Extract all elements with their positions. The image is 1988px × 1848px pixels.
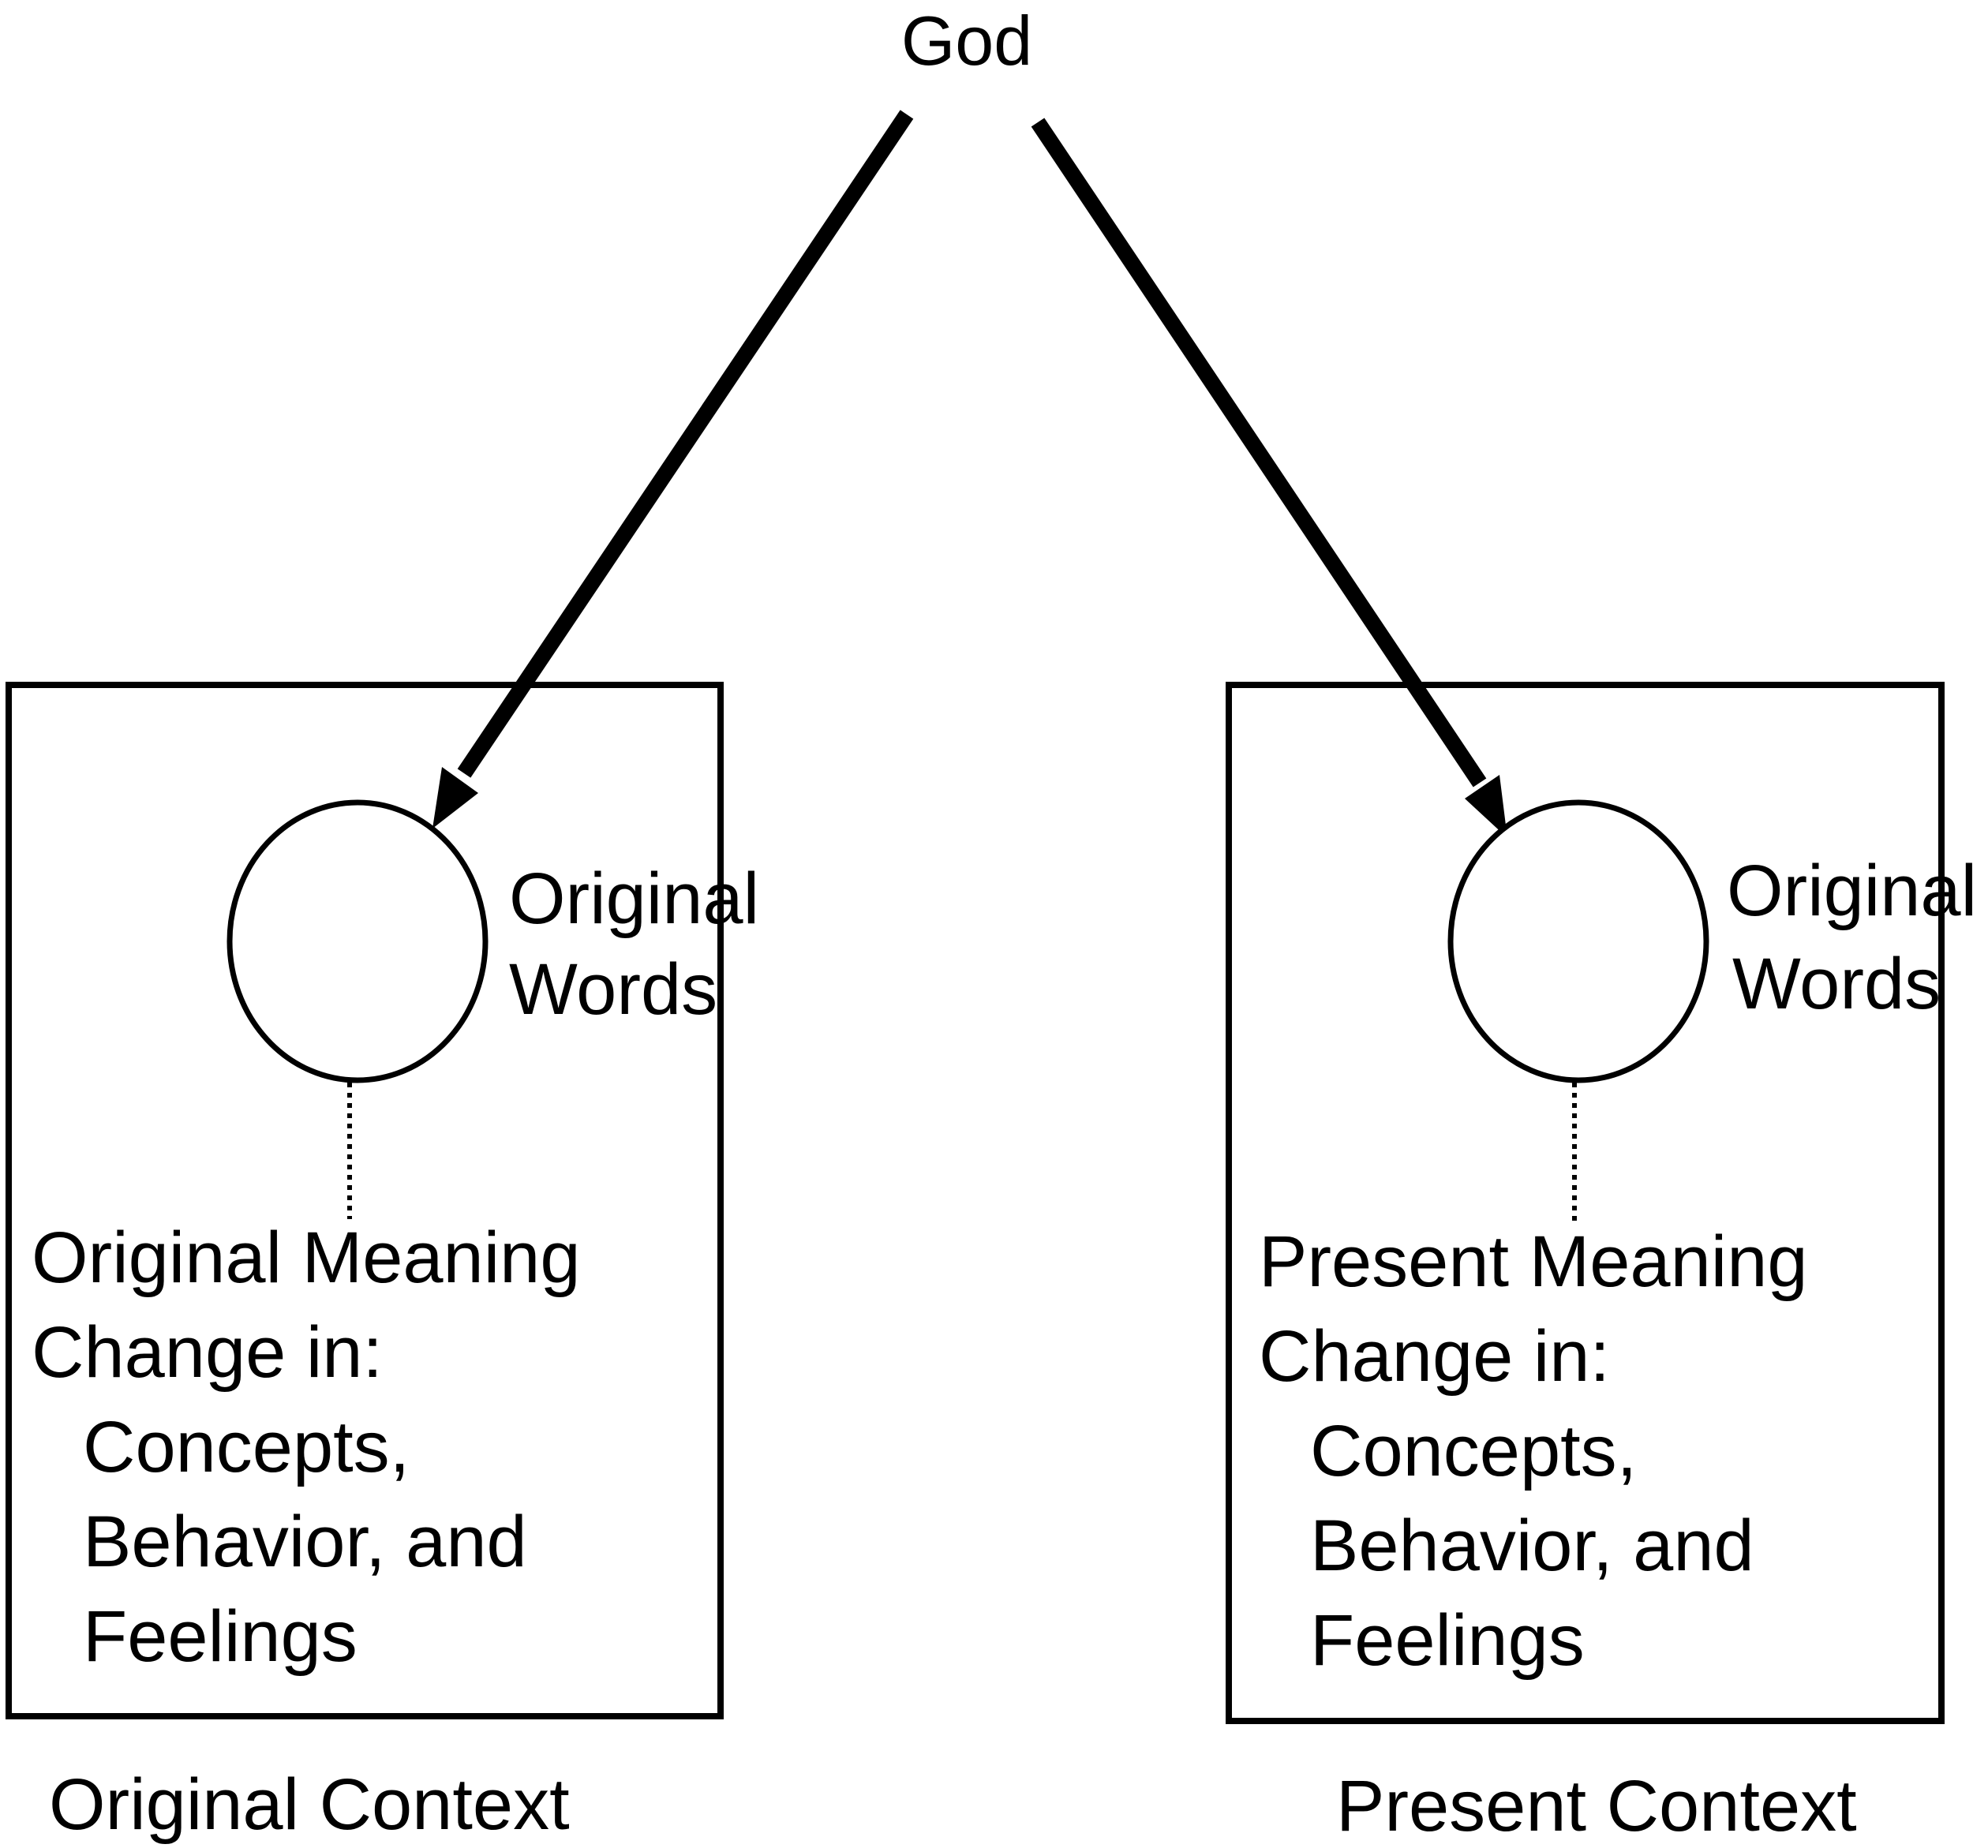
god-label: God bbox=[901, 2, 1032, 80]
present-context-label: Present Context bbox=[1336, 1766, 1857, 1846]
original-item-concepts: Concepts, bbox=[83, 1407, 410, 1487]
arrow-to-original-words bbox=[432, 110, 914, 829]
original-words-label-line2: Words bbox=[509, 949, 717, 1030]
present-words-label-line1: Original bbox=[1727, 851, 1977, 931]
present-context-box bbox=[1226, 682, 1945, 1724]
present-item-concepts: Concepts, bbox=[1310, 1411, 1637, 1491]
present-item-behavior: Behavior, and bbox=[1310, 1506, 1754, 1586]
present-item-feelings: Feelings bbox=[1310, 1600, 1585, 1681]
original-context-panel: Original Words Original Meaning Change i… bbox=[6, 682, 759, 1845]
present-meaning-label: Present Meaning bbox=[1259, 1221, 1808, 1302]
original-meaning-label: Original Meaning bbox=[32, 1218, 580, 1298]
present-change-in-label: Change in: bbox=[1259, 1316, 1610, 1397]
present-words-circle bbox=[1447, 799, 1709, 1083]
arrow-to-present-words bbox=[1031, 118, 1507, 838]
original-item-behavior: Behavior, and bbox=[83, 1502, 527, 1582]
original-change-in-label: Change in: bbox=[32, 1312, 383, 1393]
original-item-feelings: Feelings bbox=[83, 1596, 358, 1677]
present-context-panel: Original Words Present Meaning Change in… bbox=[1226, 682, 1977, 1846]
original-context-box bbox=[6, 682, 724, 1719]
original-words-circle bbox=[227, 799, 489, 1083]
present-words-label-line2: Words bbox=[1732, 944, 1941, 1024]
original-words-label-line1: Original bbox=[509, 859, 759, 939]
original-context-label: Original Context bbox=[49, 1764, 570, 1845]
